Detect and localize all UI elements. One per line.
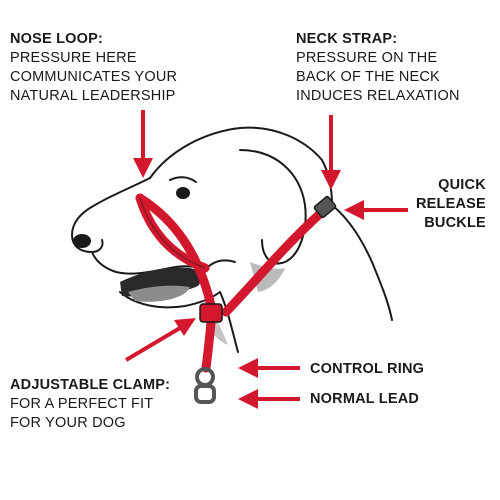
nose-loop-line-1: PRESSURE HERE xyxy=(10,49,177,68)
lead-clip xyxy=(196,386,214,402)
neck-strap-line-2: BACK OF THE NECK xyxy=(296,68,460,87)
nose-loop-line-2: COMMUNICATES YOUR xyxy=(10,68,177,87)
clamp-arrowhead xyxy=(174,318,196,336)
adjustable-clamp-heading: ADJUSTABLE CLAMP: xyxy=(10,376,170,395)
nose-loop-heading: NOSE LOOP: xyxy=(10,30,177,49)
control-ring-label: CONTROL RING xyxy=(310,360,424,379)
dog-eye xyxy=(176,187,190,199)
adjustable-clamp-piece xyxy=(200,304,222,322)
normal-lead-arrowhead xyxy=(238,389,258,409)
dog-head-drawing xyxy=(72,128,392,352)
quick-release-callout: QUICK RELEASE BUCKLE xyxy=(416,176,486,233)
adjustable-clamp-callout: ADJUSTABLE CLAMP: FOR A PERFECT FIT FOR … xyxy=(10,376,170,433)
dog-eyebrow xyxy=(170,177,196,182)
neck-strap-heading: NECK STRAP: xyxy=(296,30,460,49)
quick-release-arrowhead xyxy=(344,200,364,220)
quick-release-line-2: RELEASE xyxy=(416,195,486,214)
nose-loop-line-3: NATURAL LEADERSHIP xyxy=(10,87,177,106)
nose-loop-callout: NOSE LOOP: PRESSURE HERE COMMUNICATES YO… xyxy=(10,30,177,105)
quick-release-line-3: BUCKLE xyxy=(416,214,486,233)
control-ring-arrowhead xyxy=(238,358,258,378)
neck-strap-callout: NECK STRAP: PRESSURE ON THE BACK OF THE … xyxy=(296,30,460,105)
nose-loop-arrowhead xyxy=(133,158,153,178)
normal-lead-label: NORMAL LEAD xyxy=(310,390,419,409)
neck-strap-arrowhead xyxy=(321,170,341,190)
neck-strap-line-1: PRESSURE ON THE xyxy=(296,49,460,68)
quick-release-line-1: QUICK xyxy=(416,176,486,195)
dog-nose xyxy=(73,234,91,248)
neck-strap-line-3: INDUCES RELAXATION xyxy=(296,87,460,106)
clamp-arrow xyxy=(126,328,180,360)
adjustable-clamp-line-2: FOR YOUR DOG xyxy=(10,414,170,433)
adjustable-clamp-line-1: FOR A PERFECT FIT xyxy=(10,395,170,414)
